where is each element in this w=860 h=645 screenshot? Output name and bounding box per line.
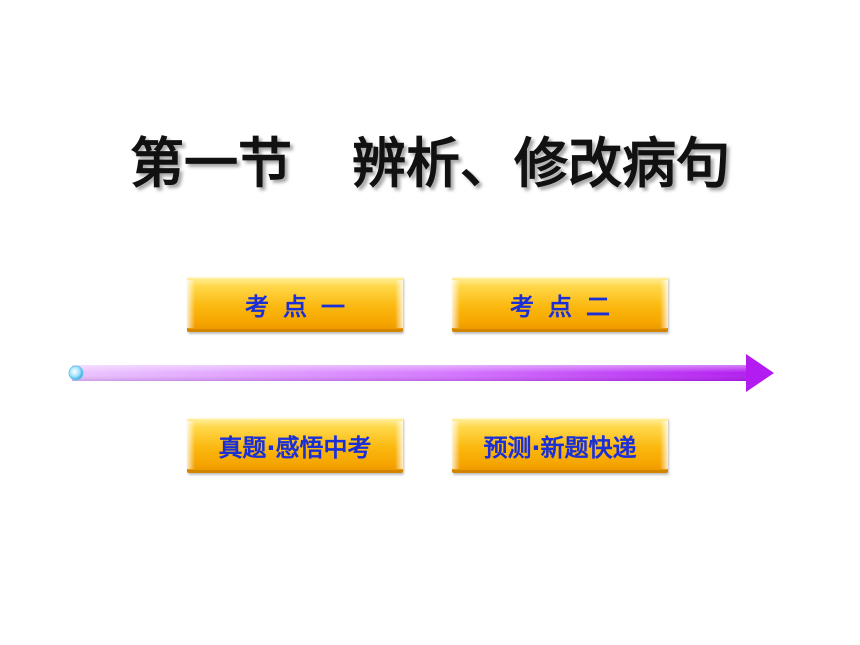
yuce-label: 预测·新题快递 [483, 433, 637, 462]
kaodian-2-button[interactable]: 考点二 [452, 276, 668, 332]
timeline-arrow [60, 348, 780, 398]
arrow-shaft-shade [72, 365, 748, 381]
page-title: 第一节辨析、修改病句 [0, 128, 860, 198]
kaodian-2-label: 考点二 [510, 292, 624, 321]
title-section: 第一节 [130, 131, 292, 195]
kaodian-1-label: 考点一 [245, 292, 359, 321]
arrow-graphic [68, 354, 774, 392]
arrow-head [746, 354, 774, 392]
zhenti-label: 真题·感悟中考 [218, 433, 372, 462]
yuce-xinti-kuaidi-button[interactable]: 预测·新题快递 [452, 417, 668, 473]
zhenti-ganwu-zhongkao-button[interactable]: 真题·感悟中考 [187, 417, 403, 473]
kaodian-1-button[interactable]: 考点一 [187, 276, 403, 332]
arrow-start-bead-icon [68, 365, 84, 381]
title-topic: 辨析、修改病句 [352, 131, 730, 195]
